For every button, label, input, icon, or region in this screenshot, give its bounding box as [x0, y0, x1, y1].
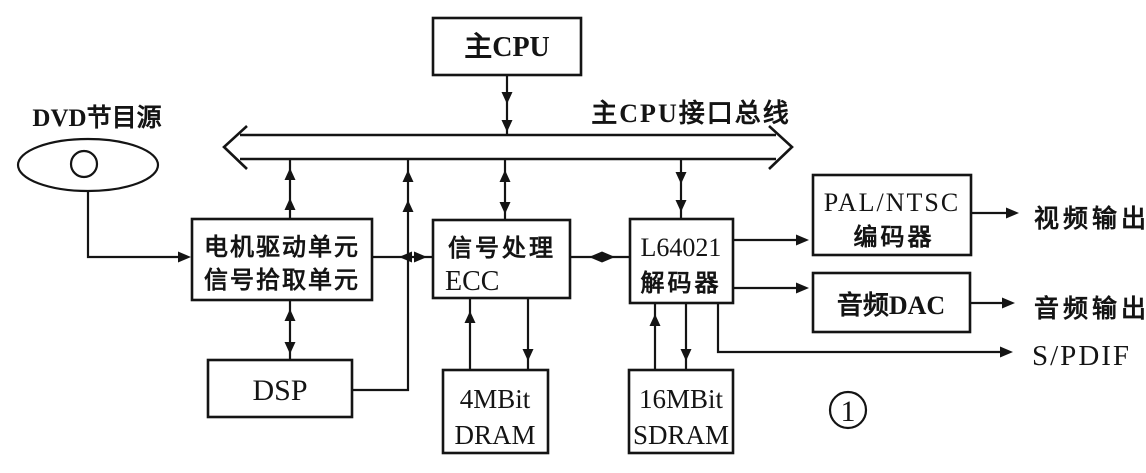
figure-number-label: 1 — [841, 395, 856, 428]
dsp-label: DSP — [252, 374, 307, 407]
motor-drive-box: 电机驱动单元 信号拾取单元 — [190, 217, 374, 302]
connector-ecc-to-dram — [464, 298, 534, 370]
bus-left-arrowhead-icon — [222, 125, 248, 170]
audio-output-label: 音频输出 — [1034, 294, 1146, 323]
main-cpu-box: 主CPU — [431, 16, 583, 77]
ecc-label: ECC — [445, 266, 499, 297]
connector-motor-to-ecc — [372, 251, 433, 263]
connector-bus-to-ecc — [499, 159, 511, 220]
dram-box: 4MBit DRAM — [441, 368, 550, 455]
spdif-label: S/PDIF — [1032, 340, 1131, 372]
connector-decoder-to-sdram — [649, 303, 692, 370]
connector-ecc-to-decoder — [570, 251, 630, 263]
decoder-label: 解码器 — [641, 269, 722, 297]
connector-decoder-to-pal — [733, 234, 809, 246]
motor-drive-line2: 信号拾取单元 — [204, 266, 360, 294]
connector-pal-to-video-out — [971, 207, 1019, 219]
dsp-box: DSP — [206, 358, 354, 419]
audio-dac-box: 音频DAC — [811, 271, 972, 334]
sdram-line1: 16MBit — [639, 384, 724, 414]
motor-drive-line1: 电机驱动单元 — [204, 234, 360, 261]
signal-processing-label: 信号处理 — [448, 234, 556, 262]
bus-label: 主CPU接口总线 — [591, 99, 790, 128]
main-cpu-label: 主CPU — [464, 31, 550, 63]
connector-dsp-to-bus — [352, 159, 414, 392]
l64021-label: L64021 — [641, 233, 722, 262]
l64021-decoder-box: L64021 解码器 — [628, 217, 735, 305]
pal-ntsc-encoder-box: PAL/NTSC 编码器 — [811, 173, 973, 257]
figure-number-badge: 1 — [828, 390, 868, 430]
signal-processing-ecc-box: 信号处理 ECC — [431, 218, 572, 300]
connector-bus-to-decoder — [675, 159, 687, 219]
connector-decoder-to-dac — [733, 282, 809, 294]
dvd-source-label: DVD节目源 — [32, 103, 161, 132]
dram-line2: DRAM — [454, 420, 535, 450]
connector-dvd-to-motor — [86, 191, 191, 263]
bus-right-arrowhead-icon — [768, 125, 794, 170]
connector-bus-to-motor — [284, 159, 296, 219]
video-output-label: 视频输出 — [1034, 204, 1146, 233]
disc-icon — [16, 137, 160, 193]
connector-decoder-to-spdif — [716, 303, 1013, 358]
sdram-line2: SDRAM — [633, 420, 729, 450]
pal-ntsc-label: PAL/NTSC — [824, 188, 960, 217]
disc-hole-icon — [69, 149, 99, 179]
connector-dac-to-audio-out — [970, 297, 1015, 309]
cpu-interface-bus-arrow — [222, 125, 794, 170]
dram-line1: 4MBit — [460, 384, 531, 414]
connector-motor-to-dsp — [284, 300, 296, 360]
connector-cpu-to-bus — [501, 75, 513, 134]
sdram-box: 16MBit SDRAM — [627, 368, 735, 455]
dvd-source-node: DVD节目源 — [16, 103, 162, 193]
audio-dac-label: 音频DAC — [837, 290, 945, 320]
encoder-label: 编码器 — [854, 223, 935, 251]
